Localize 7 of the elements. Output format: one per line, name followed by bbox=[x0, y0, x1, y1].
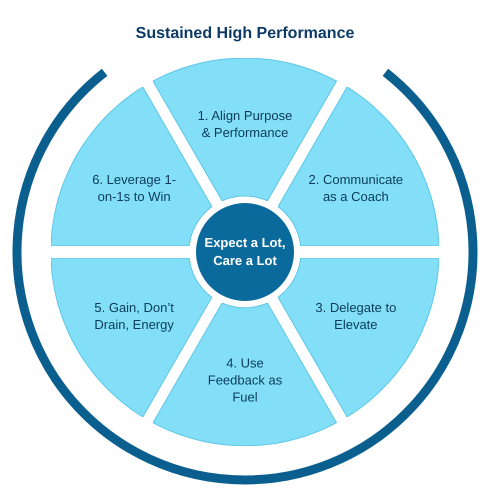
wedge-label: 2. Communicate as a Coach bbox=[308, 170, 404, 205]
wedge-label: 3. Delegate to Elevate bbox=[314, 299, 398, 333]
title: Sustained High Performance bbox=[134, 24, 356, 44]
wedge-label: 1. Align Purpose & Performance bbox=[196, 107, 294, 141]
wedge-label: 5. Gain, Don’t Drain, Energy bbox=[93, 299, 175, 333]
wedge-label: 4. Use Feedback as Fuel bbox=[206, 354, 284, 406]
wedge-label: 6. Leverage 1-on-1s to Win bbox=[91, 170, 178, 205]
